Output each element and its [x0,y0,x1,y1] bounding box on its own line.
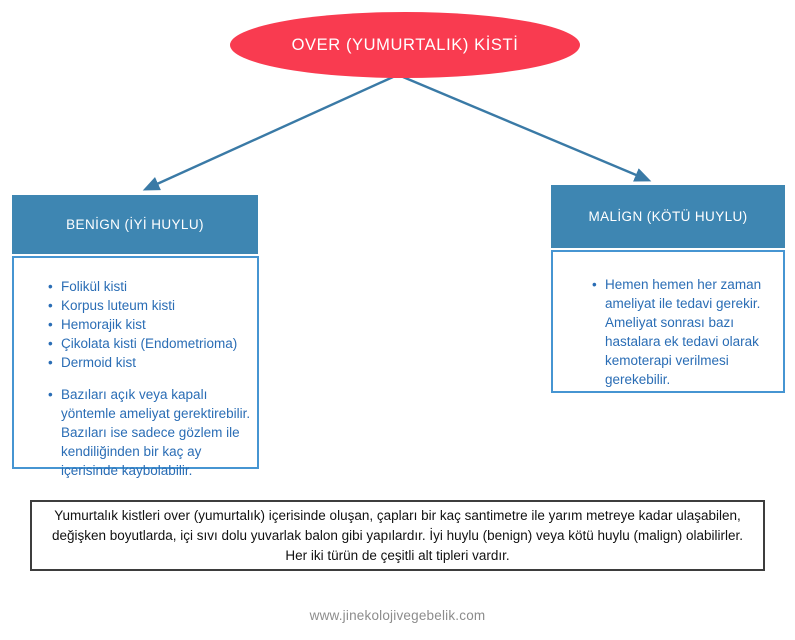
benign-cyst-type-list: Folikül kisti Korpus luteum kisti Hemora… [48,277,251,372]
summary-box: Yumurtalık kistleri over (yumurtalık) iç… [30,500,765,571]
malign-content-box: Hemen hemen her zaman ameliyat ile tedav… [551,250,785,393]
arrow-to-benign [142,75,394,191]
malign-note-list: Hemen hemen her zaman ameliyat ile tedav… [592,275,777,389]
benign-header: BENİGN (İYİ HUYLU) [12,195,258,254]
list-item: Dermoid kist [48,353,251,372]
malign-note-text: Hemen hemen her zaman ameliyat ile tedav… [605,277,762,387]
benign-note-list: Bazıları açık veya kapalı yöntemle ameli… [48,385,253,480]
summary-text: Yumurtalık kistleri over (yumurtalık) iç… [51,507,744,563]
arrow-to-malign [402,75,652,182]
benign-header-label: BENİGN (İYİ HUYLU) [66,217,204,232]
list-item-label: Korpus luteum kisti [61,298,176,313]
benign-note-text: Bazıları açık veya kapalı yöntemle ameli… [61,387,251,478]
list-item: Hemorajik kist [48,315,251,334]
benign-content-box: Folikül kisti Korpus luteum kisti Hemora… [12,256,259,478]
list-item-label: Hemorajik kist [61,317,146,332]
list-item-label: Çikolata kisti (Endometrioma) [61,336,238,351]
malign-header: MALİGN (KÖTÜ HUYLU) [551,185,785,248]
root-node-over-kisti: OVER (YUMURTALIK) KİSTİ [230,12,580,78]
site-url: www.jinekolojivegebelik.com [309,608,486,623]
list-item: Hemen hemen her zaman ameliyat ile tedav… [592,275,777,389]
list-item-label: Dermoid kist [61,355,137,370]
list-item: Çikolata kisti (Endometrioma) [48,334,251,353]
list-item-label: Folikül kisti [61,279,128,294]
list-item: Folikül kisti [48,277,251,296]
malign-header-label: MALİGN (KÖTÜ HUYLU) [588,209,748,224]
list-item: Bazıları açık veya kapalı yöntemle ameli… [48,385,253,480]
list-item: Korpus luteum kisti [48,296,251,315]
root-node-label: OVER (YUMURTALIK) KİSTİ [291,35,519,54]
